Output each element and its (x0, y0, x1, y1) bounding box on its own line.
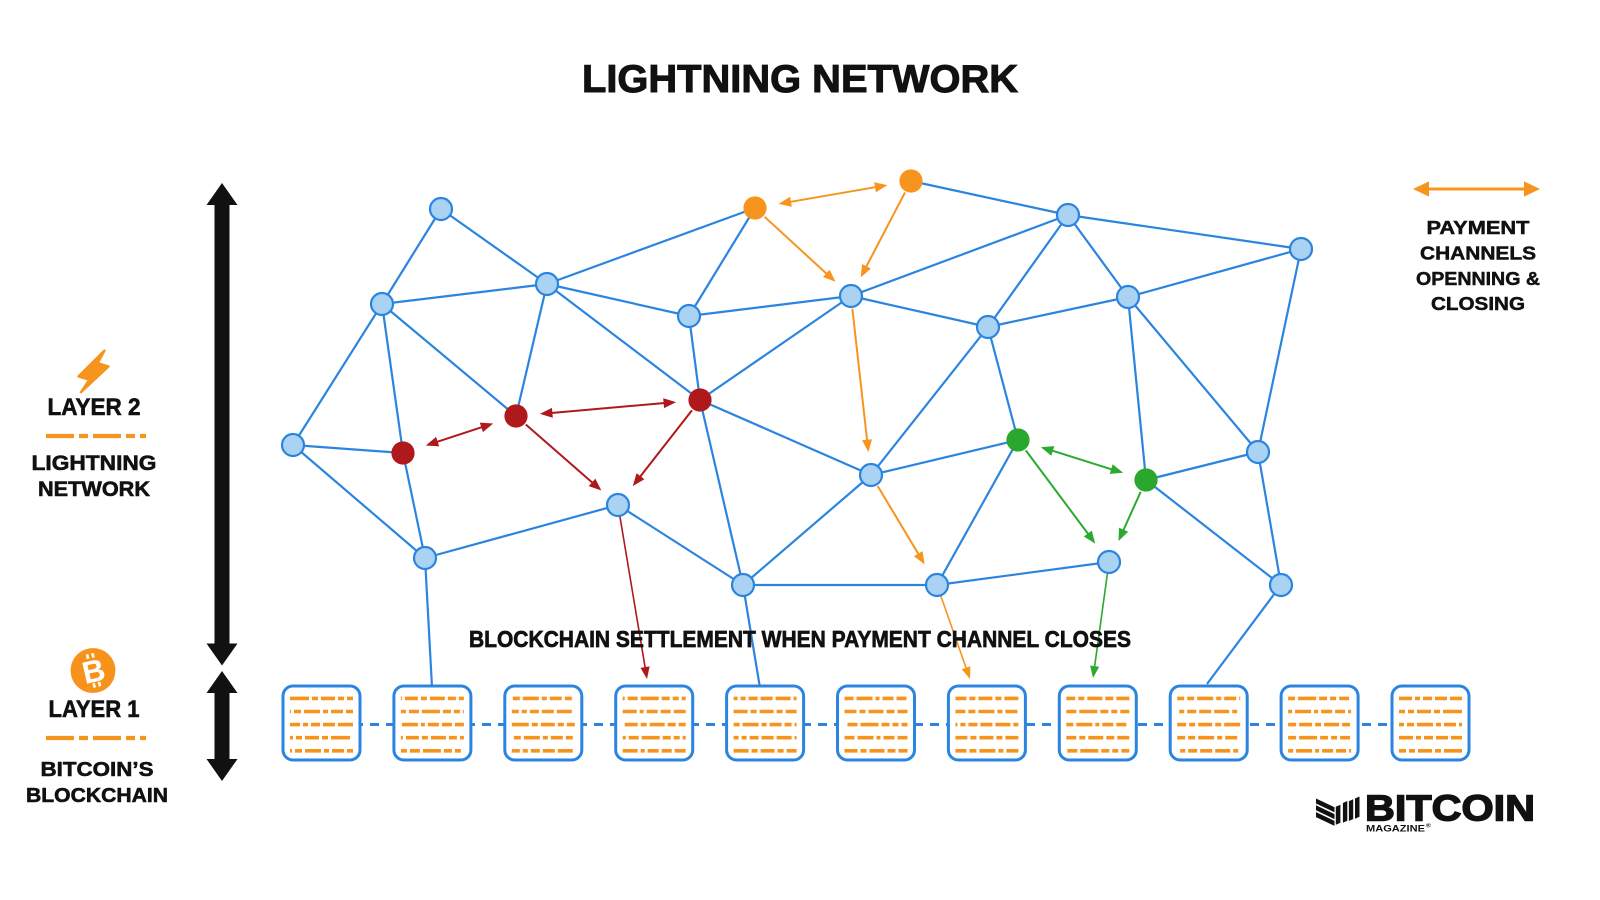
svg-text:OPENNING &: OPENNING & (1416, 268, 1540, 289)
svg-text:BLOCKCHAIN SETTLEMENT WHEN PAY: BLOCKCHAIN SETTLEMENT WHEN PAYMENT CHANN… (469, 626, 1131, 652)
svg-text:LAYER 1: LAYER 1 (49, 696, 140, 723)
svg-text:®: ® (1426, 822, 1431, 830)
svg-text:NETWORK: NETWORK (38, 478, 150, 501)
svg-text:LAYER 2: LAYER 2 (48, 394, 141, 421)
svg-text:LIGHTNING NETWORK: LIGHTNING NETWORK (582, 58, 1018, 101)
svg-text:CLOSING: CLOSING (1431, 293, 1525, 314)
svg-text:PAYMENT: PAYMENT (1427, 217, 1531, 238)
svg-text:BLOCKCHAIN: BLOCKCHAIN (26, 784, 168, 807)
svg-text:BITCOIN: BITCOIN (1365, 788, 1535, 829)
svg-text:CHANNELS: CHANNELS (1420, 242, 1536, 263)
svg-text:BITCOIN’S: BITCOIN’S (41, 758, 154, 781)
svg-text:LIGHTNING: LIGHTNING (32, 452, 157, 475)
svg-text:MAGAZINE: MAGAZINE (1366, 824, 1425, 834)
